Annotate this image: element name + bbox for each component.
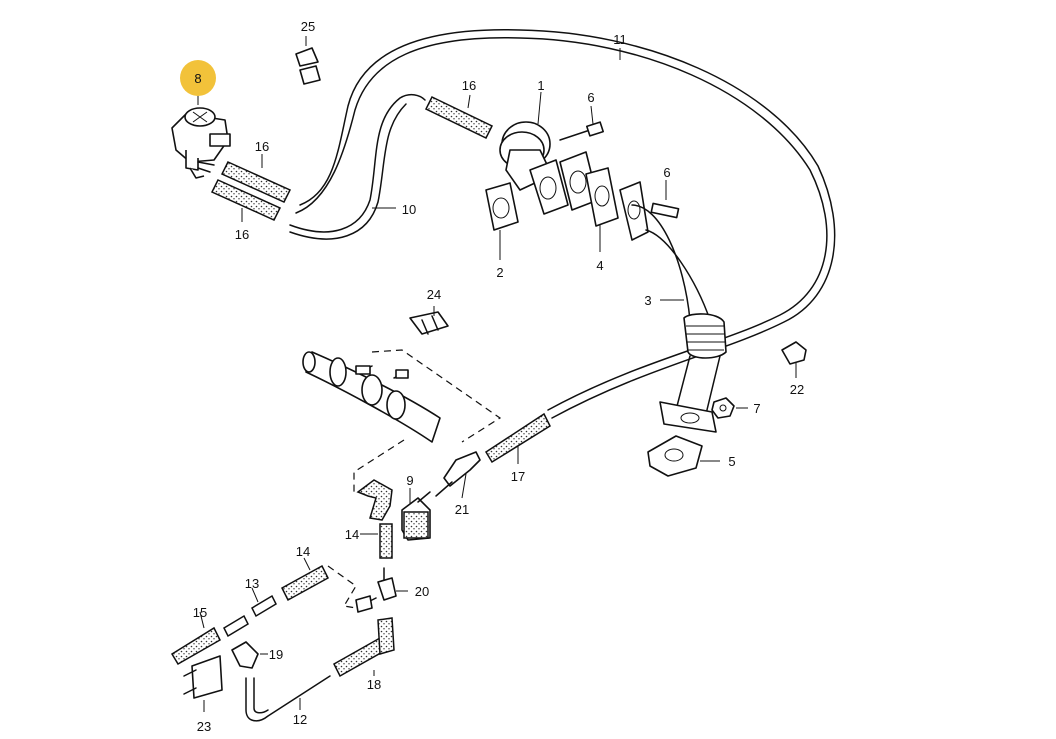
callout-16b: 16: [255, 139, 269, 154]
y-piece-21: [435, 451, 481, 497]
line-12: [245, 675, 331, 722]
hose-14-lower: [281, 564, 329, 602]
callout-17: 17: [511, 469, 525, 484]
gasket-2: [485, 182, 519, 231]
leader-lines: [197, 36, 797, 712]
egr-pipe-3: [619, 181, 727, 433]
bolt-6-right: [650, 202, 680, 219]
filter-9: [401, 491, 431, 541]
t-piece-20: [355, 567, 397, 613]
callout-12: 12: [293, 712, 307, 727]
callout-1: 1: [537, 78, 544, 93]
callout-10: 10: [402, 202, 416, 217]
callout-22: 22: [790, 382, 804, 397]
callout-5: 5: [728, 454, 735, 469]
hose-14-upper: [379, 523, 393, 559]
connector-23: [183, 655, 223, 699]
callout-labels: 1 2 3 4 5 6 6 7 9 10 11 12 13 14 14 15 1…: [193, 19, 804, 734]
dashed-guides: [327, 349, 502, 609]
elbow-19: [231, 641, 259, 669]
callout-9: 9: [406, 473, 413, 488]
callout-14b: 14: [345, 527, 359, 542]
hose-18: [333, 617, 395, 678]
clip-22: [781, 341, 807, 365]
callout-19: 19: [269, 647, 283, 662]
highlight-marker[interactable]: [180, 60, 216, 96]
gasket-5: [647, 435, 703, 477]
callout-18: 18: [367, 677, 381, 692]
callout-7: 7: [753, 401, 760, 416]
callout-6a: 6: [587, 90, 594, 105]
clip-24: [409, 311, 449, 335]
clip-25: [295, 47, 321, 85]
hose-16-upper: [424, 96, 494, 139]
callout-24: 24: [427, 287, 441, 302]
hose-16-pair: [210, 161, 292, 221]
manifold-connector-assembly: [302, 351, 441, 443]
callout-8[interactable]: 8: [194, 71, 201, 86]
nut-7: [711, 397, 735, 419]
callout-11: 11: [613, 32, 627, 47]
callout-20: 20: [415, 584, 429, 599]
callout-21: 21: [455, 502, 469, 517]
callout-15: 15: [193, 605, 207, 620]
elbow-hose-upper: [356, 479, 393, 521]
vacuum-line-11: [295, 29, 836, 419]
callout-4: 4: [596, 258, 603, 273]
callout-25: 25: [301, 19, 315, 34]
callout-23: 23: [197, 719, 211, 734]
callout-3: 3: [644, 293, 651, 308]
gasket-4: [585, 167, 619, 227]
vacuum-line-10: [289, 93, 426, 240]
callout-16a: 16: [462, 78, 476, 93]
callout-14a: 14: [296, 544, 310, 559]
egr-solenoid-valve-8: [171, 107, 231, 179]
callout-6b: 6: [663, 165, 670, 180]
hose-13: [251, 594, 277, 618]
callout-13: 13: [245, 576, 259, 591]
hose-17: [484, 412, 551, 464]
hose-15: [170, 614, 249, 666]
callout-2: 2: [496, 265, 503, 280]
callout-16c: 16: [235, 227, 249, 242]
